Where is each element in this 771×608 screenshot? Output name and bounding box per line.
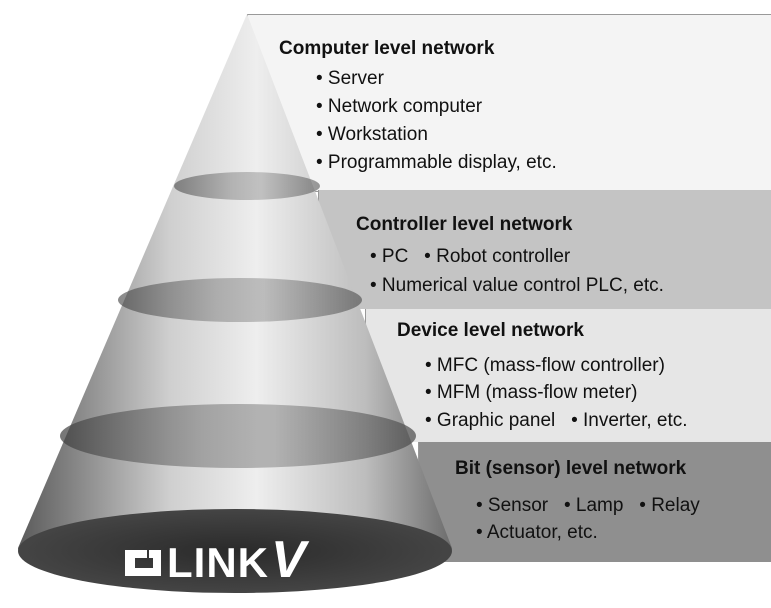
bit-level-item: • Sensor • Lamp • Relay [476,495,700,516]
computer-level-title: Computer level network [279,38,495,59]
cone-ring-3 [60,404,416,468]
computer-level-item: • Server [316,68,384,89]
controller-level-item: • Numerical value control PLC, etc. [370,275,664,296]
computer-level-item: • Network computer [316,96,483,117]
slink-v-logo: LINKV [123,530,307,590]
bit-level-title: Bit (sensor) level network [455,458,687,479]
computer-level-item: • Workstation [316,124,428,145]
cone-ring-2 [118,278,362,322]
device-level-item: • MFM (mass-flow meter) [425,382,638,403]
bit-level-item: • Actuator, etc. [476,522,598,543]
band-computer-level [247,14,771,192]
slink-logo-mark-icon [125,550,161,576]
computer-level-item: • Programmable display, etc. [316,152,557,173]
logo-suffix: V [271,531,307,589]
device-level-title: Device level network [397,320,584,341]
controller-level-item: • PC • Robot controller [370,246,571,267]
logo-text: LINK [167,539,269,586]
band-device-level [365,309,771,442]
device-level-item: • Graphic panel • Inverter, etc. [425,410,688,431]
controller-level-title: Controller level network [356,214,573,235]
band-controller-level [318,190,771,309]
cone-ring-1 [174,172,320,200]
device-level-item: • MFC (mass-flow controller) [425,355,665,376]
